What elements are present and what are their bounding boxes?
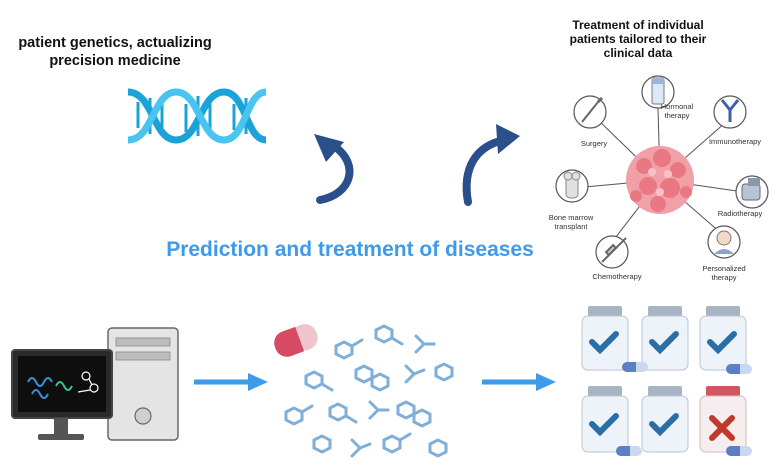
molecule-cloud <box>274 324 454 458</box>
treatment-label-personalized: Personalized therapy <box>702 264 746 282</box>
tumor-icon <box>626 146 694 214</box>
bottle-check-2 <box>641 306 689 371</box>
treatment-wheel <box>555 75 769 269</box>
bottle-check-4 <box>581 386 629 453</box>
vial-icon <box>651 77 665 105</box>
person-icon <box>714 230 734 254</box>
protein-structure-icon <box>27 377 53 399</box>
bottles-grid <box>581 306 752 456</box>
scalpel-icon <box>581 96 604 123</box>
curved-arrow-right-icon <box>462 124 520 206</box>
treatment-label-chemotherapy: Chemotherapy <box>592 272 642 281</box>
capsule-icon <box>274 324 318 357</box>
arrow-right-1-icon <box>194 373 268 391</box>
antibody-icon <box>720 99 740 122</box>
treatment-label-surgery: Surgery <box>580 139 608 148</box>
left-heading: patient genetics, actualizing precision … <box>18 35 212 69</box>
computer-icon <box>11 327 179 441</box>
main-title: Prediction and treatment of diseases <box>166 238 534 261</box>
bottle-check-3 <box>699 306 747 371</box>
treatment-label-hormonal: Hormonal therapy <box>660 102 694 120</box>
treatment-label-radiotherapy: Radiotherapy <box>717 209 763 218</box>
treatment-label-immunotherapy: Immunotherapy <box>708 137 762 146</box>
arrow-right-2-icon <box>482 373 556 391</box>
dna-helix-icon <box>127 88 267 144</box>
curved-arrow-left-icon <box>314 134 354 204</box>
bottle-cross <box>699 386 747 453</box>
syringe-icon <box>601 237 627 263</box>
right-heading: Treatment of individual patients tailore… <box>569 18 707 60</box>
bone-icon <box>563 171 581 199</box>
treatment-label-bone-marrow: Bone marrow transplant <box>548 213 594 231</box>
bottle-check-1 <box>581 306 629 371</box>
bottle-check-5 <box>641 386 689 453</box>
radiation-machine-icon <box>741 178 761 201</box>
